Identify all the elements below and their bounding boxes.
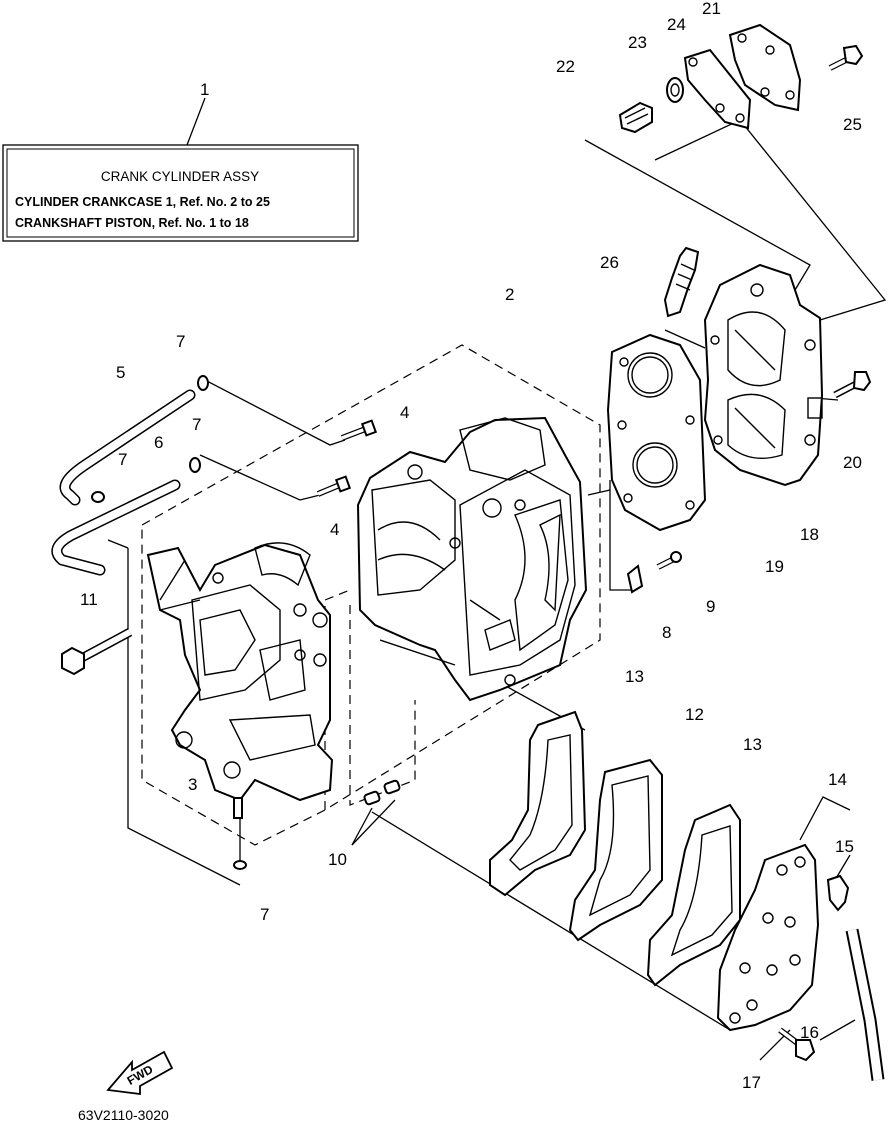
cover-21 (728, 23, 802, 112)
callout-8: 8 (662, 623, 671, 642)
callout-13-left: 13 (625, 667, 644, 686)
callout-numbers: 1 2 3 4 4 5 6 7 7 7 7 8 9 10 11 12 13 13… (80, 0, 862, 1092)
head-gasket-19 (606, 333, 707, 532)
hose-6 (51, 479, 181, 576)
callout-24: 24 (667, 15, 686, 34)
washer-23 (666, 77, 684, 103)
drawing-code: 63V2110-3020 (78, 1107, 169, 1123)
hose-clips-7 (91, 375, 247, 870)
callout-3: 3 (188, 775, 197, 794)
pin-3 (233, 797, 243, 819)
callout-22: 22 (556, 57, 575, 76)
thermostat-22 (618, 101, 653, 134)
assembly-outline-dashed (141, 344, 601, 846)
info-box-title: CRANK CYLINDER ASSY (101, 169, 259, 184)
callout-2: 2 (505, 285, 514, 304)
callout-5: 5 (116, 363, 125, 382)
callout-23: 23 (628, 33, 647, 52)
callout-7-bottom: 7 (260, 905, 269, 924)
callout-25: 25 (843, 115, 862, 134)
callout-10: 10 (328, 850, 347, 869)
callout-14: 14 (828, 770, 847, 789)
callout-21: 21 (702, 0, 721, 18)
cylinder-block (356, 416, 588, 702)
callout-7-mid: 7 (192, 415, 201, 434)
cylinder-head-18 (703, 263, 824, 487)
callout-13-right: 13 (743, 735, 762, 754)
callout-7-left: 7 (118, 450, 127, 469)
callout-18: 18 (800, 525, 819, 544)
cover-plate-14 (716, 843, 820, 1032)
gasket-24 (683, 48, 752, 130)
hose-16 (845, 928, 885, 1081)
callout-16: 16 (800, 1023, 819, 1042)
bracket-8 (626, 564, 644, 594)
screw-9 (656, 551, 682, 570)
callout-19: 19 (765, 557, 784, 576)
callout-26: 26 (600, 253, 619, 272)
callout-9: 9 (706, 597, 715, 616)
callout-7-top: 7 (176, 332, 185, 351)
callout-1: 1 (200, 80, 209, 99)
gasket-13-right (646, 803, 741, 987)
callout-11: 11 (80, 590, 98, 609)
bolt-17 (778, 1027, 816, 1062)
callout-17: 17 (742, 1073, 761, 1092)
fitting-15 (826, 874, 850, 912)
info-box-line-2: CRANKSHAFT PISTON, Ref. No. 1 to 18 (15, 216, 249, 230)
callout-20: 20 (843, 453, 862, 472)
dowels-10 (363, 779, 401, 806)
plate-12 (568, 758, 663, 942)
bolt-25 (828, 44, 864, 71)
hose-5 (59, 389, 196, 506)
spark-plug-26 (663, 246, 700, 318)
callout-4-lower: 4 (330, 520, 339, 539)
forward-direction-arrow: FWD (106, 1050, 174, 1096)
leader-lines (107, 119, 887, 1061)
info-box-line-1: CYLINDER CRANKCASE 1, Ref. No. 2 to 25 (15, 195, 270, 209)
bolt-11 (61, 628, 133, 676)
callout-4-upper: 4 (400, 403, 409, 422)
gasket-13-left (489, 710, 587, 897)
bolt-20 (833, 371, 872, 399)
crankcase-half (146, 542, 334, 802)
screws-4 (316, 419, 378, 497)
assembly-info-box: CRANK CYLINDER ASSY CYLINDER CRANKCASE 1… (2, 144, 359, 242)
callout-15: 15 (835, 837, 854, 856)
callout-12: 12 (685, 705, 704, 724)
callout-6: 6 (154, 433, 163, 452)
